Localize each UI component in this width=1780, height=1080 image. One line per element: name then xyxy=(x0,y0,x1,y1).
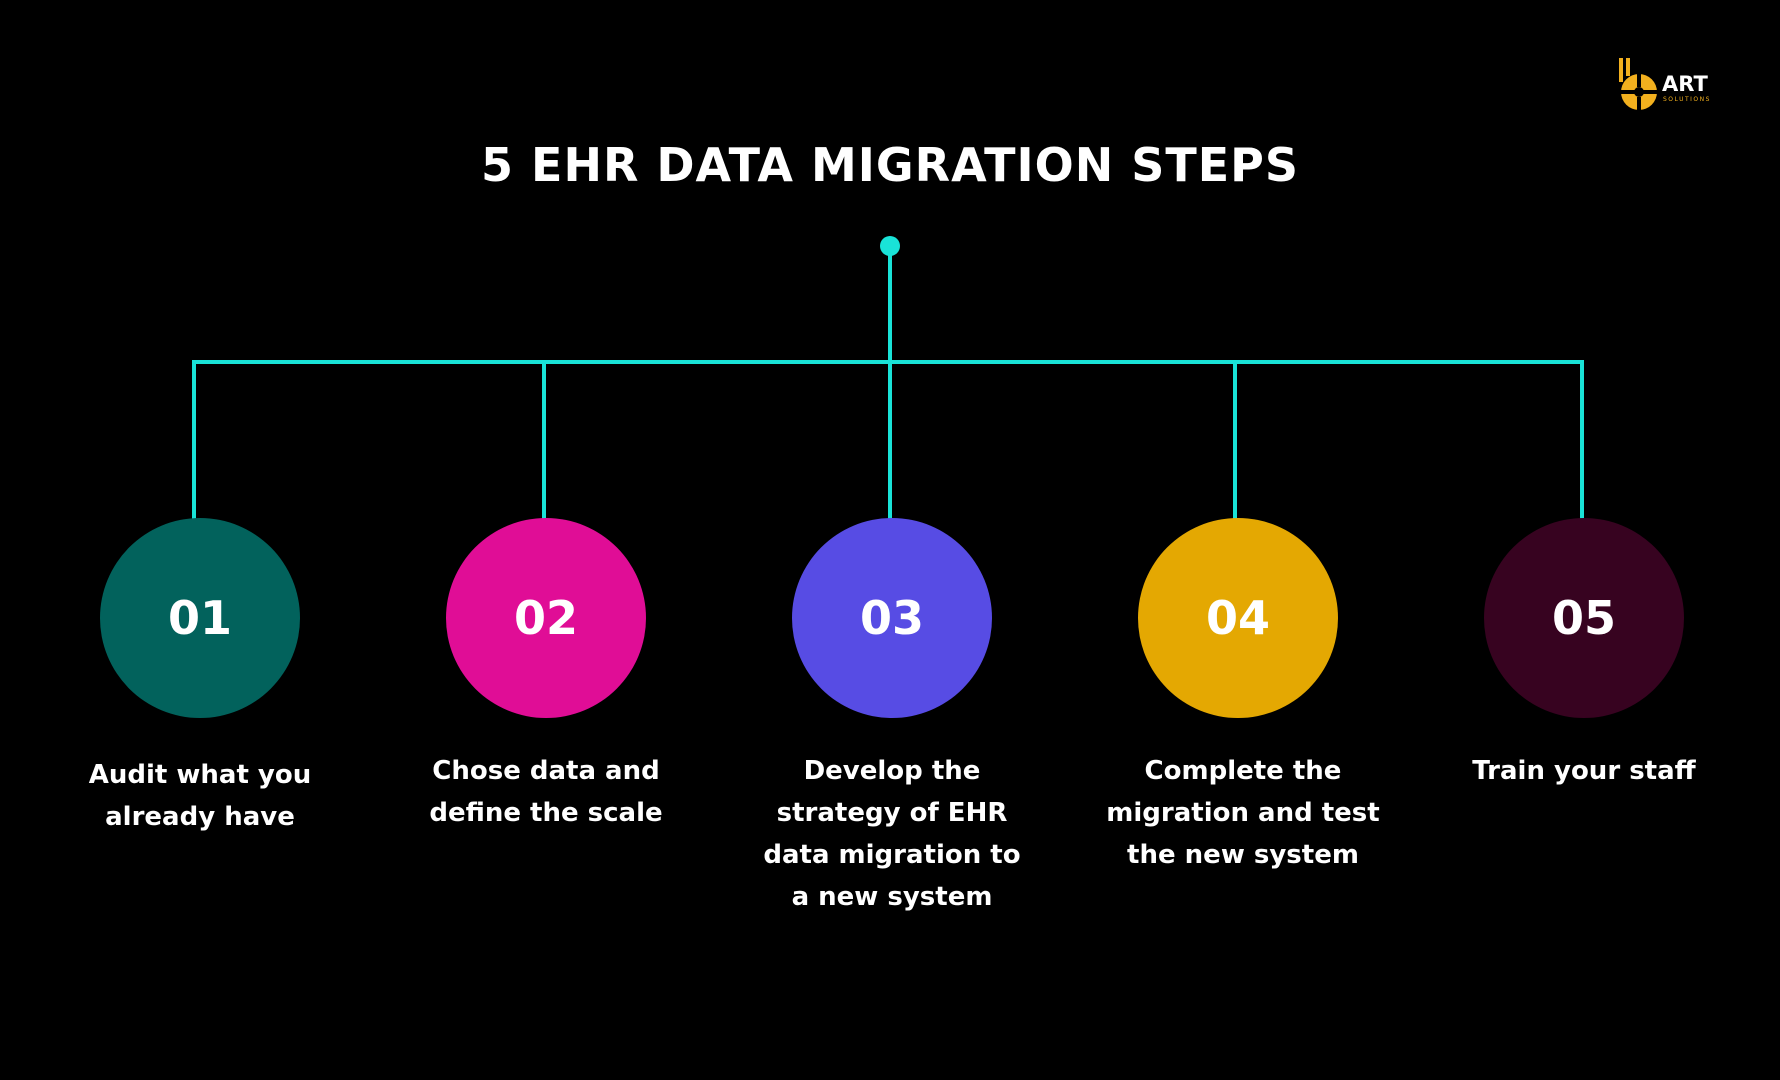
step-1-label: Audit what you already have xyxy=(88,760,312,832)
logo-mark-icon xyxy=(1619,58,1657,110)
step-5: 05 Train your staff xyxy=(1444,518,1724,792)
step-1-circle: 01 xyxy=(100,518,300,718)
step-3: 03 Develop the strategy of EHR data migr… xyxy=(752,518,1032,918)
brand-logo: ART SOLUTIONS xyxy=(1616,56,1726,116)
step-3-circle: 03 xyxy=(792,518,992,718)
step-4-number: 04 xyxy=(1205,591,1270,645)
diagram-title: 5 EHR DATA MIGRATION STEPS xyxy=(481,138,1299,192)
step-3-label: Develop the strategy of EHR data migrati… xyxy=(763,756,1021,912)
logo-subtitle: SOLUTIONS xyxy=(1663,96,1711,103)
step-5-number: 05 xyxy=(1551,591,1616,645)
step-4: 04 Complete the migration and test the n… xyxy=(1098,518,1380,876)
step-4-label: Complete the migration and test the new … xyxy=(1106,756,1380,870)
step-2-circle: 02 xyxy=(446,518,646,718)
step-2-number: 02 xyxy=(513,591,578,645)
step-5-circle: 05 xyxy=(1484,518,1684,718)
step-2-label: Chose data and define the scale xyxy=(429,756,663,828)
step-1: 01 Audit what you already have xyxy=(60,518,340,838)
step-1-number: 01 xyxy=(167,591,232,645)
step-4-circle: 04 xyxy=(1138,518,1338,718)
step-5-label: Train your staff xyxy=(1472,756,1696,786)
step-3-number: 03 xyxy=(859,591,924,645)
logo-wordmark: ART xyxy=(1662,72,1708,96)
step-2: 02 Chose data and define the scale xyxy=(406,518,686,834)
